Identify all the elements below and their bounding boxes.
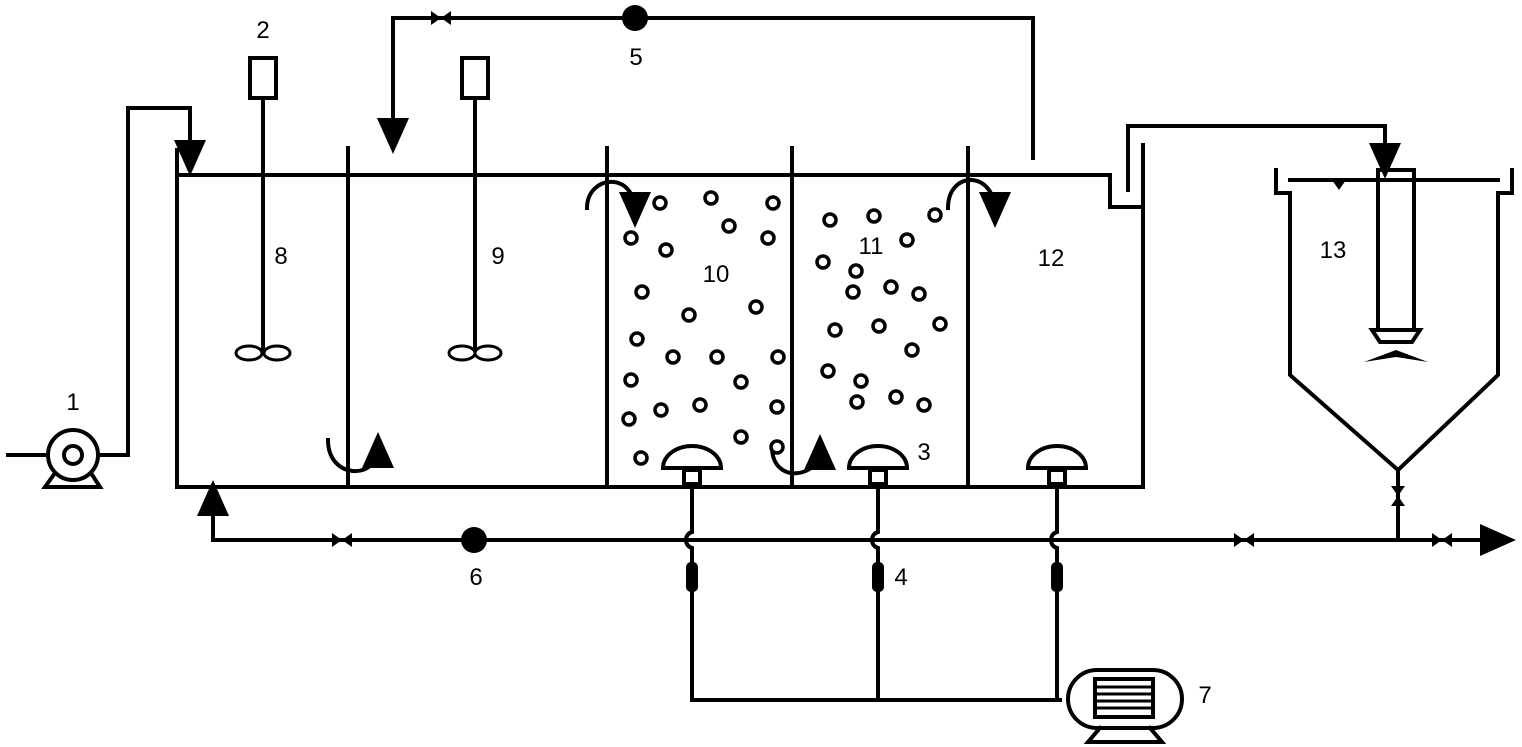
feed-pipe	[96, 106, 206, 457]
feed-pump-icon	[6, 428, 104, 489]
media-particle	[652, 195, 668, 211]
media-particle	[932, 316, 948, 332]
media-particle	[848, 263, 864, 279]
air-pipe	[870, 485, 884, 702]
diffuser-icon	[660, 444, 724, 486]
media-particle	[849, 394, 865, 410]
sludge-line	[197, 480, 1400, 553]
media-particle	[820, 363, 836, 379]
flowmeter-icon	[1051, 562, 1063, 592]
media-particle	[883, 279, 899, 295]
underflow-arrow-2	[769, 434, 836, 476]
label-blower: 7	[1198, 682, 1211, 709]
media-particle	[653, 402, 669, 418]
media-particle	[621, 411, 637, 427]
media-particle	[733, 374, 749, 390]
underflow-arrow-1	[325, 432, 394, 473]
media-particle	[629, 331, 645, 347]
media-particle	[769, 399, 785, 415]
flowmeter-icon	[872, 562, 884, 592]
media-particle	[827, 322, 843, 338]
media-particle	[904, 342, 920, 358]
media-particle	[765, 195, 781, 211]
media-particle	[721, 218, 737, 234]
media-particle	[899, 232, 915, 248]
media-particle	[845, 284, 861, 300]
air-lines	[684, 485, 1063, 702]
media-particle	[658, 242, 674, 258]
transfer-pipe	[1126, 124, 1401, 192]
effluent-outlet	[1396, 524, 1516, 556]
label-flowmeter: 4	[894, 564, 907, 591]
label-diffuser: 3	[917, 439, 930, 466]
main-tank	[175, 143, 1145, 489]
label-sludge-pump: 6	[469, 564, 482, 591]
label-tank-11: 11	[859, 233, 884, 260]
media-particle	[911, 286, 927, 302]
diffuser-icon	[1025, 444, 1089, 486]
media-particle	[888, 389, 904, 405]
media-particle	[822, 212, 838, 228]
media-particle	[769, 439, 785, 455]
media-particle	[927, 207, 943, 223]
media-particle	[770, 349, 786, 365]
media-particle	[665, 349, 681, 365]
label-pump: 1	[66, 389, 79, 416]
media-particle	[709, 349, 725, 365]
media-particle	[681, 307, 697, 323]
clarifier	[1274, 168, 1514, 542]
media-particle	[871, 318, 887, 334]
diffusers	[660, 444, 1089, 486]
media-particle	[633, 450, 649, 466]
label-tank-8: 8	[274, 243, 287, 270]
media-particle	[916, 397, 932, 413]
label-tank-12: 12	[1038, 245, 1065, 272]
media-particle	[748, 299, 764, 315]
mixer-motor-icon-left	[234, 56, 292, 362]
media-particle	[815, 254, 831, 270]
media-particle	[623, 230, 639, 246]
air-pipe	[684, 485, 698, 702]
label-tank-9: 9	[491, 243, 504, 270]
blower-icon	[1066, 668, 1184, 744]
media-particle	[760, 230, 776, 246]
flowmeter-icon	[686, 562, 698, 592]
media-particle	[623, 372, 639, 388]
media-particle	[866, 208, 882, 224]
air-pipe	[1049, 485, 1063, 702]
overflow-arrow-1	[584, 179, 651, 228]
media-particle	[733, 429, 749, 445]
media-particle	[692, 397, 708, 413]
overflow-arrow-2	[945, 178, 1011, 228]
label-motor: 2	[256, 17, 269, 44]
label-tank-10: 10	[703, 261, 730, 288]
media-particle	[634, 284, 650, 300]
mixer-motor-icon-right	[447, 56, 503, 362]
label-clarifier: 13	[1320, 237, 1347, 264]
media-particles	[621, 190, 948, 466]
return-line	[377, 5, 1035, 160]
diffuser-icon	[846, 444, 910, 486]
label-return-pump: 5	[629, 44, 642, 71]
media-particle	[703, 190, 719, 206]
media-particle	[853, 373, 869, 389]
